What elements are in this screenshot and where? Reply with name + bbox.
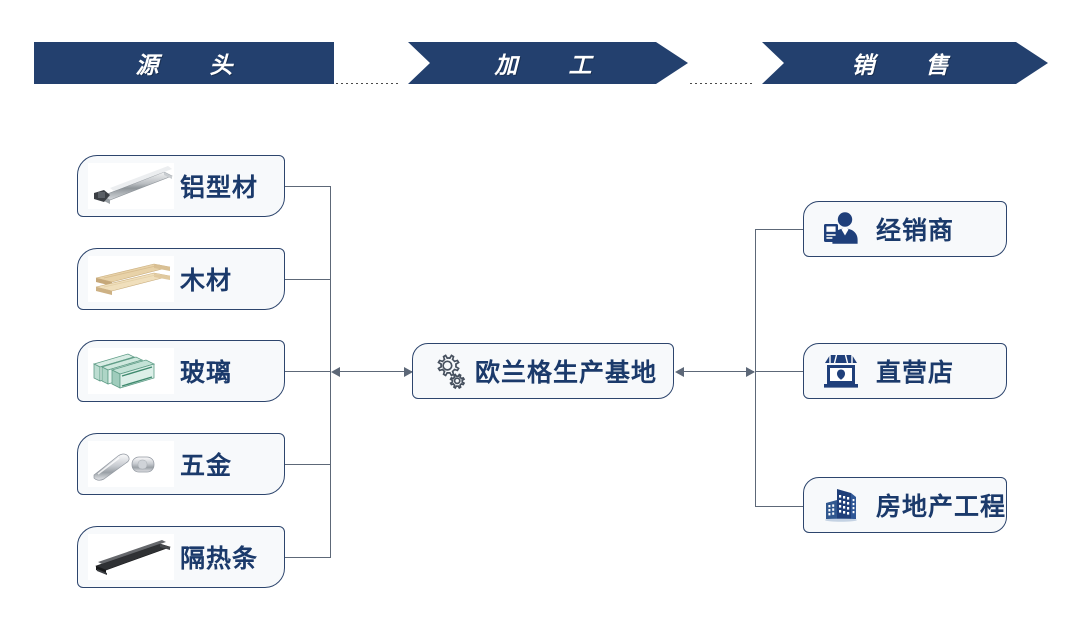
arrow-hub-to-channels-head-left bbox=[675, 367, 684, 377]
storefront-icon bbox=[820, 350, 862, 392]
buildings-icon bbox=[820, 484, 862, 526]
channel-card-real-estate[interactable]: 房地产工程 bbox=[803, 477, 1007, 533]
input-card-hardware[interactable]: 五金 bbox=[77, 433, 285, 495]
banner-gap-dotted-line-1 bbox=[336, 83, 398, 84]
left-stub-glass bbox=[285, 371, 331, 373]
stage-banner-sales-label: 销 售 bbox=[851, 53, 963, 79]
arrow-inputs-to-hub-head-left bbox=[331, 367, 340, 377]
banner-gap-dotted-line-2 bbox=[690, 83, 752, 84]
channel-card-dealer-label: 经销商 bbox=[876, 216, 955, 245]
arrow-hub-to-channels-head-right bbox=[746, 367, 755, 377]
input-card-thermal-break-label: 隔热条 bbox=[180, 544, 259, 573]
businessman-icon bbox=[820, 208, 862, 250]
arrow-hub-to-channels-line bbox=[684, 371, 754, 373]
channel-card-direct-store-label: 直营店 bbox=[876, 358, 955, 387]
left-stub-hardware bbox=[285, 464, 331, 466]
input-card-thermal-break[interactable]: 隔热条 bbox=[77, 526, 285, 588]
right-stub-dealer bbox=[755, 229, 803, 231]
left-stub-wood bbox=[285, 279, 331, 281]
gears-icon bbox=[427, 351, 467, 391]
stage-banner-source: 源 头 bbox=[34, 42, 334, 84]
right-stub-direct-store bbox=[755, 371, 803, 373]
channel-card-real-estate-label: 房地产工程 bbox=[876, 492, 1007, 521]
input-card-hardware-label: 五金 bbox=[180, 451, 233, 480]
aluminium-profile-photo bbox=[88, 163, 174, 209]
glass-panel-photo bbox=[88, 348, 174, 394]
wood-plank-photo bbox=[88, 256, 174, 302]
right-stub-real-estate bbox=[755, 506, 803, 508]
input-card-glass-label: 玻璃 bbox=[180, 358, 233, 387]
production-base-label: 欧兰格生产基地 bbox=[475, 358, 658, 387]
input-card-wood-label: 木材 bbox=[180, 266, 233, 295]
door-handle-photo bbox=[88, 441, 174, 487]
input-card-aluminium-label: 铝型材 bbox=[180, 173, 259, 202]
stage-banner-process-label: 加 工 bbox=[494, 53, 606, 79]
arrow-inputs-to-hub-line bbox=[340, 371, 412, 373]
input-card-wood[interactable]: 木材 bbox=[77, 248, 285, 310]
stage-banner-sales: 销 售 bbox=[752, 42, 1048, 84]
stage-banner-process: 加 工 bbox=[398, 42, 688, 84]
channel-card-direct-store[interactable]: 直营店 bbox=[803, 343, 1007, 399]
stage-banner-source-label: 源 头 bbox=[135, 53, 247, 79]
production-base-node[interactable]: 欧兰格生产基地 bbox=[412, 343, 674, 399]
left-stub-thermal-break bbox=[285, 557, 331, 559]
right-bracket-spine bbox=[755, 229, 757, 507]
thermal-break-strip-photo bbox=[88, 534, 174, 580]
input-card-aluminium[interactable]: 铝型材 bbox=[77, 155, 285, 217]
input-card-glass[interactable]: 玻璃 bbox=[77, 340, 285, 402]
channel-card-dealer[interactable]: 经销商 bbox=[803, 201, 1007, 257]
arrow-inputs-to-hub-head-right bbox=[404, 367, 413, 377]
left-stub-aluminium bbox=[285, 186, 331, 188]
